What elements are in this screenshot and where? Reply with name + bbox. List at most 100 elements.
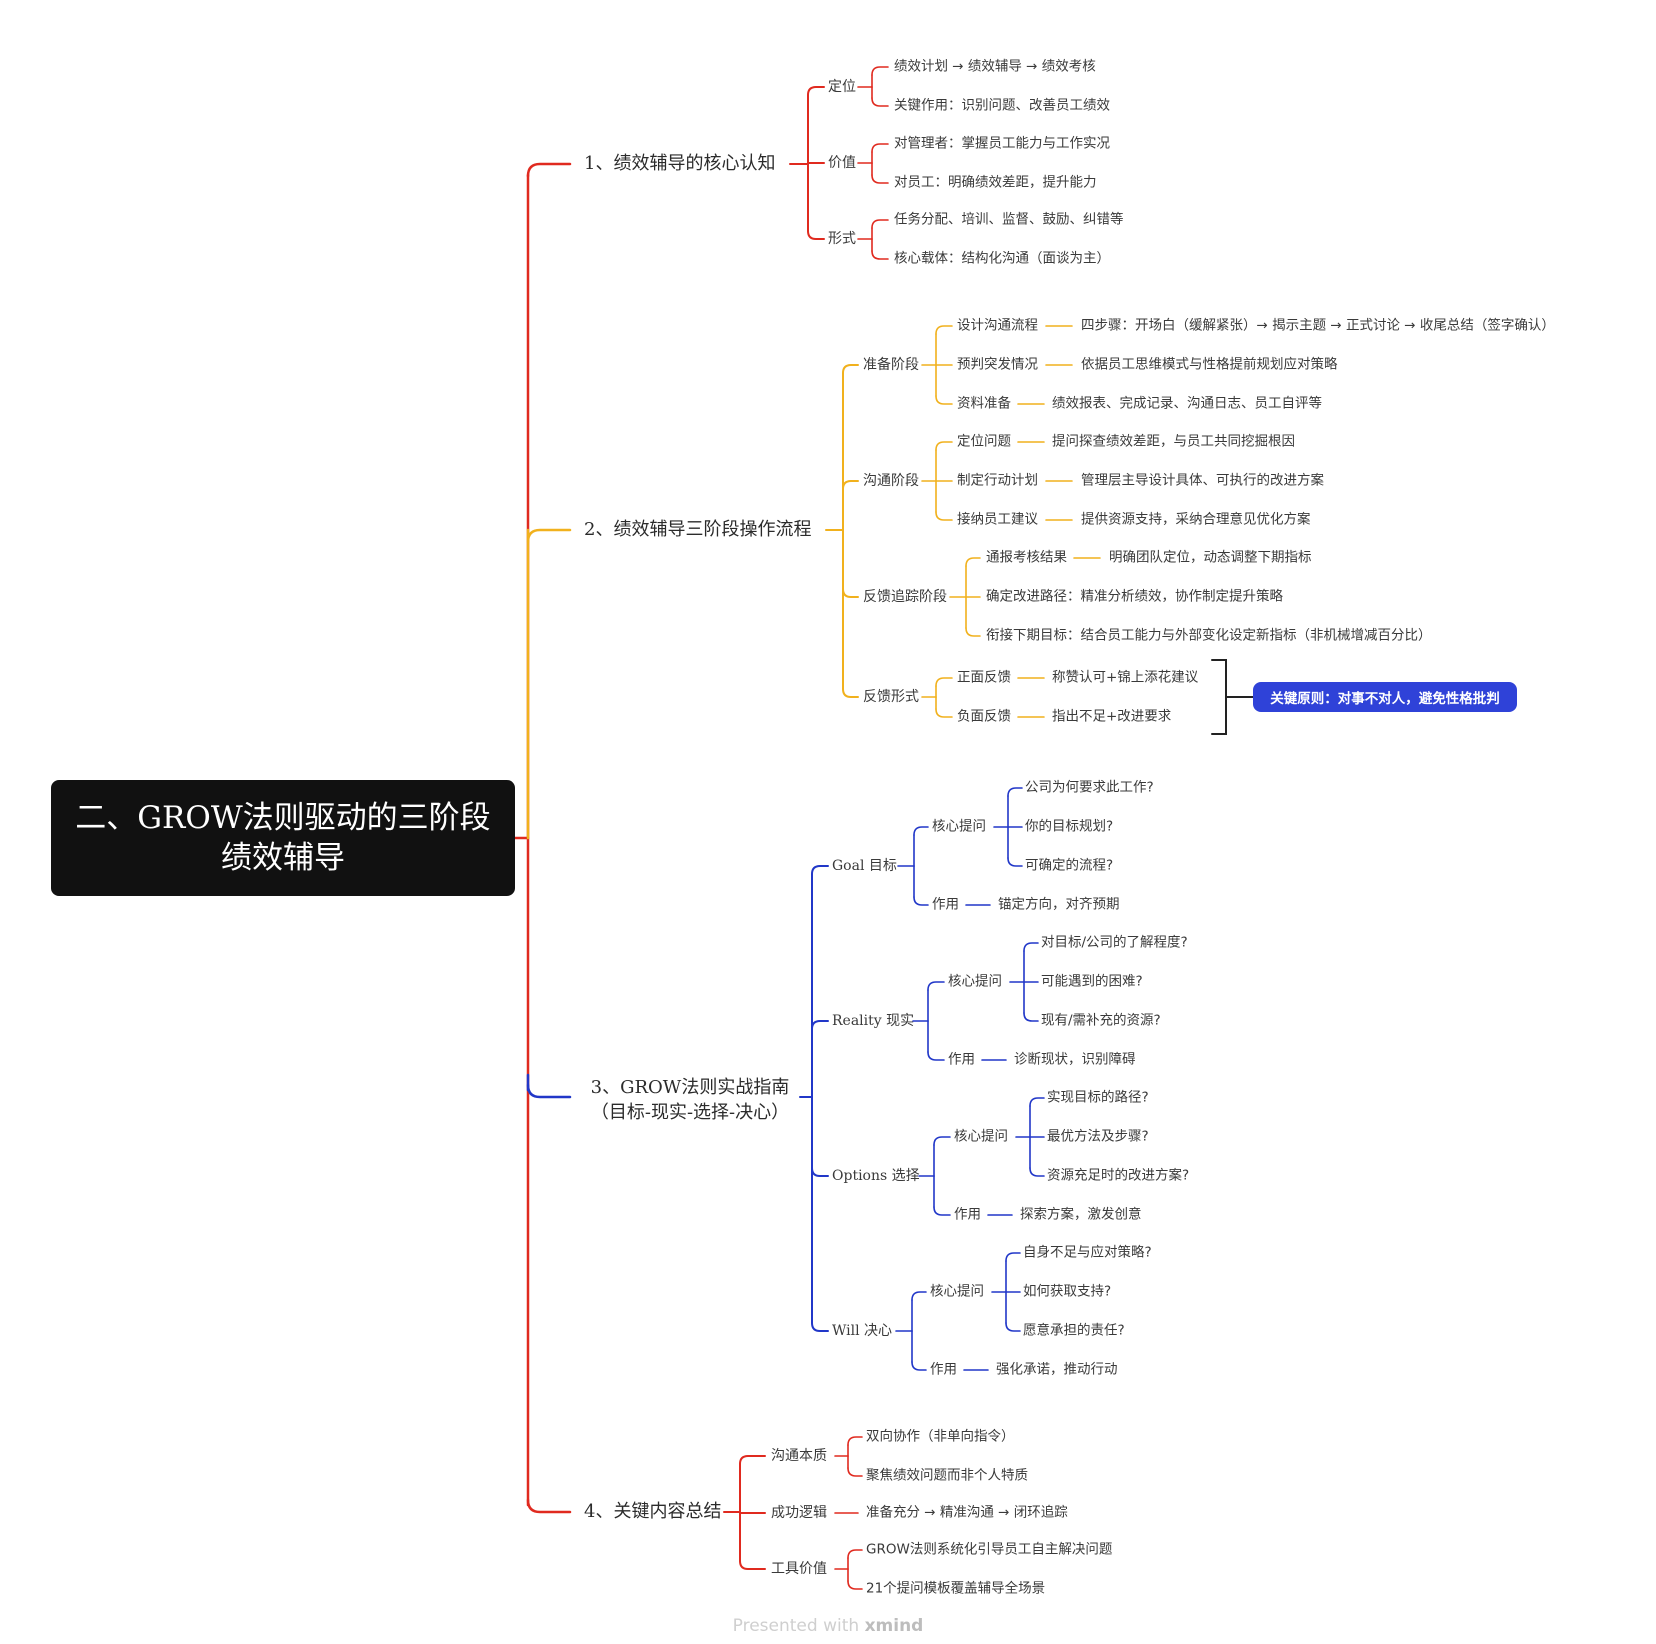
reality-question-2[interactable]: 可能遇到的困难? (1041, 973, 1143, 990)
topic-comm-stage[interactable]: 沟通阶段 (863, 473, 919, 489)
goal-en: Goal (832, 858, 865, 874)
tool-item-1[interactable]: GROW法则系统化引导员工自主解决问题 (866, 1541, 1113, 1558)
will-role[interactable]: 作用 (930, 1361, 957, 1378)
options-zh: 选择 (891, 1168, 920, 1184)
success-logic-detail[interactable]: 准备充分 → 精准沟通 → 闭环追踪 (866, 1504, 1068, 1521)
prep-item-materials[interactable]: 资料准备 (957, 395, 1011, 412)
topic-prep-stage[interactable]: 准备阶段 (863, 357, 919, 373)
options-question-2[interactable]: 最优方法及步骤? (1047, 1128, 1149, 1145)
root-title: 二、GROW法则驱动的三阶段 绩效辅导 (75, 800, 491, 876)
b3-child-2 (811, 1167, 829, 1177)
comm-detail-accept[interactable]: 提供资源支持，采纳合理意见优化方案 (1081, 511, 1311, 528)
b3-options-child-0 (933, 1136, 951, 1146)
positioning-item-1[interactable]: 绩效计划 → 绩效辅导 → 绩效考核 (894, 58, 1096, 75)
b3-will-questions-child-2 (1005, 1322, 1021, 1332)
b3-goal-questions-child-2 (1007, 857, 1023, 867)
goal-role-text[interactable]: 锚定方向，对齐预期 (998, 896, 1120, 913)
topic-reality[interactable]: Reality 现实 (832, 1014, 914, 1028)
options-question-1[interactable]: 实现目标的路径? (1047, 1089, 1149, 1106)
branch-grow-guide[interactable]: 3、GROW法则实战指南 （目标-现实-选择-决心） (580, 1075, 800, 1125)
footer-prefix: Presented with (732, 1616, 865, 1636)
track-item-next-goal[interactable]: 衔接下期目标：结合员工能力与外部变化设定新指标（非机械增减百分比） (986, 627, 1432, 644)
will-question-3[interactable]: 愿意承担的责任? (1023, 1322, 1125, 1339)
goal-role[interactable]: 作用 (932, 896, 959, 913)
essence-item-2[interactable]: 聚焦绩效问题而非个人特质 (866, 1467, 1028, 1484)
b4-tool-child-1 (847, 1580, 863, 1590)
prep-item-design-flow[interactable]: 设计沟通流程 (957, 317, 1038, 334)
track-detail-report[interactable]: 明确团队定位，动态调整下期指标 (1109, 549, 1312, 566)
b1-positioning-child-0 (871, 66, 889, 76)
root-to-branch4 (526, 1498, 572, 1514)
goal-core-questions[interactable]: 核心提问 (932, 818, 986, 835)
goal-question-1[interactable]: 公司为何要求此工作? (1025, 779, 1154, 796)
options-role[interactable]: 作用 (954, 1206, 981, 1223)
will-question-2[interactable]: 如何获取支持? (1023, 1283, 1112, 1300)
topic-will[interactable]: Will 决心 (832, 1324, 892, 1338)
options-role-text[interactable]: 探索方案，激发创意 (1020, 1206, 1142, 1223)
will-question-1[interactable]: 自身不足与应对策略? (1023, 1244, 1152, 1261)
form-item-2[interactable]: 核心载体：结构化沟通（面谈为主） (894, 250, 1110, 267)
b2-prep-child-0 (935, 325, 953, 335)
b3-goal-questions-child-0 (1007, 787, 1023, 797)
topic-options[interactable]: Options 选择 (832, 1169, 920, 1183)
feedback-positive[interactable]: 正面反馈 (957, 669, 1011, 686)
b4-tool-child-0 (847, 1549, 863, 1559)
topic-form[interactable]: 形式 (828, 231, 856, 247)
b1-positioning-child-1 (871, 97, 889, 107)
feedback-negative[interactable]: 负面反馈 (957, 708, 1011, 725)
options-core-questions[interactable]: 核心提问 (954, 1128, 1008, 1145)
track-item-report[interactable]: 通报考核结果 (986, 549, 1067, 566)
topic-positioning[interactable]: 定位 (828, 79, 856, 95)
branch-core-awareness[interactable]: 1、绩效辅导的核心认知 (584, 153, 776, 174)
branch-key-summary[interactable]: 4、关键内容总结 (584, 1501, 722, 1522)
b3-child-3 (811, 1322, 829, 1332)
comm-item-accept[interactable]: 接纳员工建议 (957, 511, 1038, 528)
will-en: Will (832, 1323, 860, 1339)
topic-goal[interactable]: Goal 目标 (832, 859, 897, 873)
feedback-positive-detail[interactable]: 称赞认可+锦上添花建议 (1052, 669, 1199, 686)
branch-three-stage-process[interactable]: 2、绩效辅导三阶段操作流程 (584, 519, 812, 540)
b2-prep-child-2 (935, 395, 953, 405)
b3-reality-questions-child-2 (1023, 1012, 1039, 1022)
options-question-3[interactable]: 资源充足时的改进方案? (1047, 1167, 1190, 1184)
will-role-text[interactable]: 强化承诺，推动行动 (996, 1361, 1118, 1378)
b1-child-0 (807, 86, 825, 96)
comm-detail-locate[interactable]: 提问探查绩效差距，与员工共同挖掘根因 (1052, 433, 1295, 450)
comm-item-plan[interactable]: 制定行动计划 (957, 472, 1038, 489)
prep-detail-materials[interactable]: 绩效报表、完成记录、沟通日志、员工自评等 (1052, 395, 1322, 412)
goal-question-3[interactable]: 可确定的流程? (1025, 857, 1114, 874)
feedback-negative-detail[interactable]: 指出不足+改进要求 (1052, 708, 1172, 725)
comm-item-locate[interactable]: 定位问题 (957, 433, 1011, 450)
prep-detail-design-flow[interactable]: 四步骤：开场白（缓解紧张）→ 揭示主题 → 正式讨论 → 收尾总结（签字确认） (1081, 317, 1555, 334)
topic-comm-essence[interactable]: 沟通本质 (771, 1448, 827, 1464)
track-item-path[interactable]: 确定改进路径：精准分析绩效，协作制定提升策略 (986, 588, 1283, 605)
topic-tool-value[interactable]: 工具价值 (771, 1561, 827, 1577)
reality-question-3[interactable]: 现有/需补充的资源? (1041, 1012, 1161, 1029)
root-topic[interactable]: 二、GROW法则驱动的三阶段 绩效辅导 (51, 780, 515, 896)
footer-brand: xmind (864, 1616, 924, 1636)
goal-question-2[interactable]: 你的目标规划? (1025, 818, 1114, 835)
b3-will-questions-child-0 (1005, 1252, 1021, 1262)
root-to-branch3 (526, 1083, 572, 1099)
reality-question-1[interactable]: 对目标/公司的了解程度? (1041, 934, 1188, 951)
value-item-2[interactable]: 对员工：明确绩效差距，提升能力 (894, 174, 1097, 191)
b3-goal-child-0 (913, 826, 929, 836)
will-zh: 决心 (864, 1323, 893, 1339)
comm-detail-plan[interactable]: 管理层主导设计具体、可执行的改进方案 (1081, 472, 1324, 489)
topic-value[interactable]: 价值 (828, 155, 856, 171)
prep-detail-anticipate[interactable]: 依据员工思维模式与性格提前规划应对策略 (1081, 356, 1338, 373)
value-item-1[interactable]: 对管理者：掌握员工能力与工作实况 (894, 135, 1110, 152)
reality-role[interactable]: 作用 (948, 1051, 975, 1068)
positioning-item-2[interactable]: 关键作用：识别问题、改善员工绩效 (894, 97, 1110, 114)
essence-item-1[interactable]: 双向协作（非单向指令） (866, 1428, 1015, 1445)
key-principle-summary[interactable]: 关键原则：对事不对人，避免性格批判 (1253, 682, 1517, 712)
reality-role-text[interactable]: 诊断现状，识别障碍 (1014, 1051, 1136, 1068)
topic-success-logic[interactable]: 成功逻辑 (771, 1505, 827, 1521)
tool-item-2[interactable]: 21个提问模板覆盖辅导全场景 (866, 1580, 1046, 1597)
topic-feedback-form[interactable]: 反馈形式 (863, 689, 919, 705)
topic-track-stage[interactable]: 反馈追踪阶段 (863, 589, 947, 605)
reality-core-questions[interactable]: 核心提问 (948, 973, 1002, 990)
prep-item-anticipate[interactable]: 预判突发情况 (957, 356, 1038, 373)
form-item-1[interactable]: 任务分配、培训、监督、鼓励、纠错等 (894, 211, 1124, 228)
will-core-questions[interactable]: 核心提问 (930, 1283, 984, 1300)
